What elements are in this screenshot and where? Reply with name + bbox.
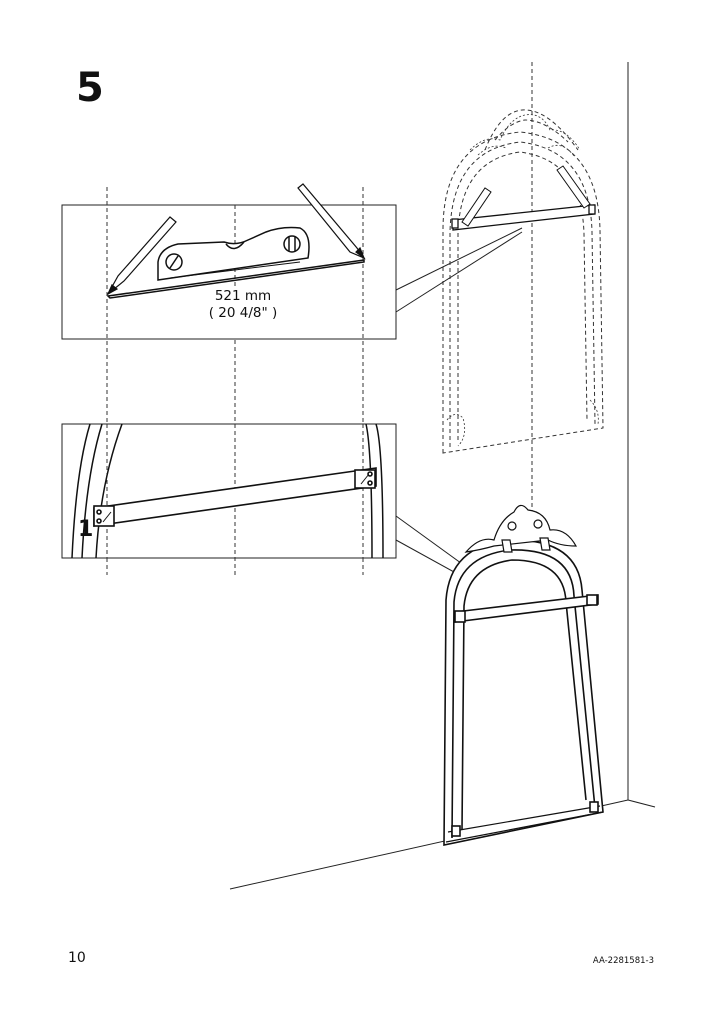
measurement-label: 521 mm ( 20 4/8" ) [180, 288, 306, 322]
document-code: AA-2281581-3 [592, 956, 654, 966]
pencil-icon [461, 165, 591, 227]
mounting-rail [451, 594, 599, 837]
ghost-level-bar [451, 204, 596, 231]
measurement-metric: 521 mm [214, 288, 272, 304]
mirror-crest [464, 504, 578, 553]
bracket-icon [93, 467, 377, 527]
pencil-icon [106, 183, 366, 296]
spirit-level-icon [106, 226, 365, 299]
mirror-frame-detail [71, 423, 384, 559]
ghost-mirror [442, 109, 604, 454]
step-number: 5 [76, 65, 104, 111]
measurement-imperial: ( 20 4/8" ) [208, 305, 278, 321]
part-label: 1 [78, 517, 93, 542]
mirror-icon [443, 539, 604, 846]
ghost-ornament [446, 114, 599, 447]
callout-top [395, 227, 523, 313]
page-number: 10 [68, 950, 86, 966]
